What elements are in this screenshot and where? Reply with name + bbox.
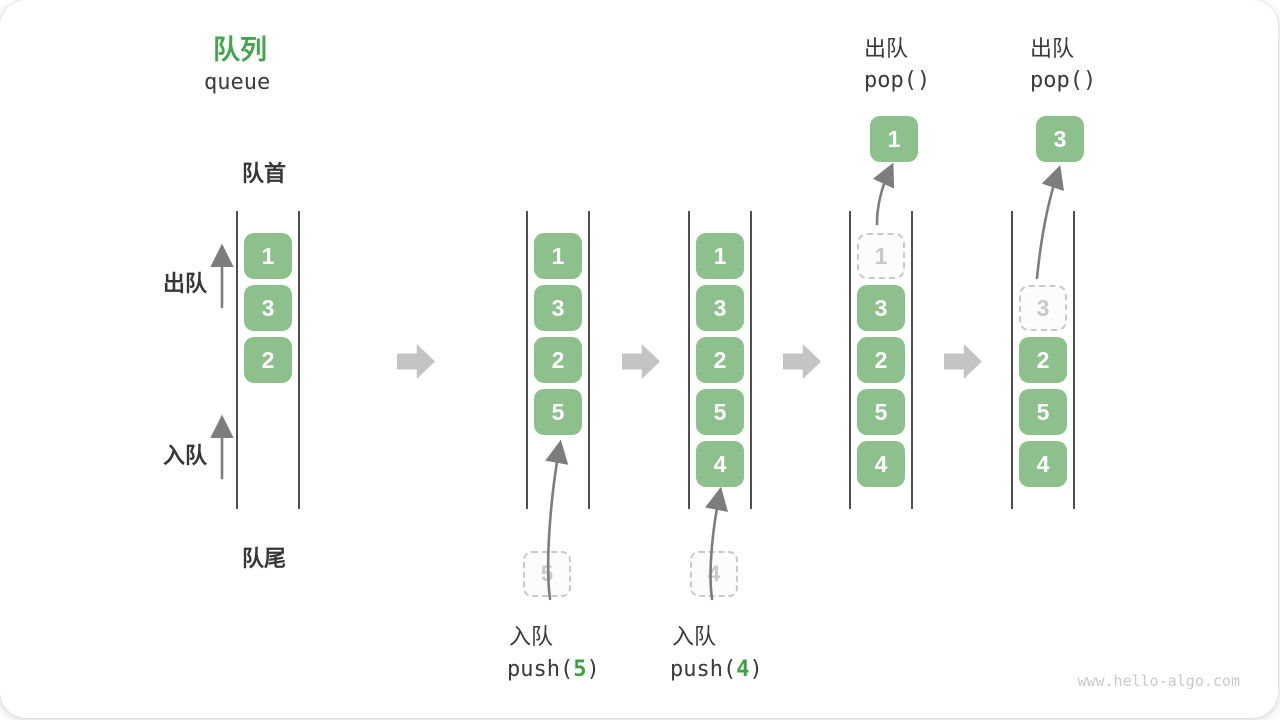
code-fn-open: push( (507, 657, 574, 682)
enqueue-op-code: push(4) (670, 657, 763, 682)
queue-column-4: 1 3 2 5 4 (849, 211, 913, 509)
queue-column-5: 3 2 5 4 (1011, 211, 1075, 509)
queue-cell: 4 (857, 441, 905, 487)
queue-rear-label: 队尾 (242, 546, 287, 571)
queue-cell-removed: 1 (857, 233, 905, 279)
queue-column-1: 1 3 2 (236, 211, 300, 509)
queue-cell: 4 (696, 441, 744, 487)
state-transition-arrow-icon (397, 344, 435, 379)
state-transition-arrow-icon (783, 344, 821, 379)
queue-cell: 5 (534, 389, 582, 435)
queue-cell: 2 (534, 337, 582, 383)
queue-cell: 2 (244, 337, 292, 383)
code-fn-open: push( (670, 657, 737, 682)
code-fn-close: ) (749, 657, 763, 682)
queue-cell: 1 (534, 233, 582, 279)
dequeued-value-box: 1 (870, 116, 918, 162)
queue-cell: 3 (534, 285, 582, 331)
state-transition-arrow-icon (622, 344, 660, 379)
dequeued-value-box: 3 (1036, 116, 1084, 162)
state-transition-arrow-icon (944, 344, 982, 379)
code-arg: 4 (736, 657, 750, 682)
page-subtitle: queue (204, 70, 271, 95)
queue-cell: 2 (696, 337, 744, 383)
queue-cell: 4 (1019, 441, 1067, 487)
enqueue-op-label: 入队 (672, 624, 717, 649)
queue-cell: 5 (857, 389, 905, 435)
queue-column-2: 1 3 2 5 (526, 211, 590, 509)
dequeue-side-label: 出队 (163, 271, 208, 296)
queue-cell: 5 (696, 389, 744, 435)
queue-cell: 3 (696, 285, 744, 331)
queue-column-3: 1 3 2 5 4 (688, 211, 752, 509)
queue-cell: 2 (1019, 337, 1067, 383)
enqueue-pending-box: 4 (690, 551, 738, 597)
queue-front-label: 队首 (242, 161, 287, 186)
queue-cell-removed: 3 (1019, 285, 1067, 331)
queue-cell: 5 (1019, 389, 1067, 435)
enqueue-side-label: 入队 (163, 443, 208, 468)
enqueue-op-label: 入队 (509, 624, 554, 649)
dequeue-op-label: 出队 (864, 36, 909, 61)
code-fn-close: ) (586, 657, 600, 682)
queue-cell: 3 (244, 285, 292, 331)
dequeue-op-label: 出队 (1030, 36, 1075, 61)
queue-cell: 3 (857, 285, 905, 331)
dequeue-op-code: pop() (864, 68, 931, 93)
enqueue-pending-box: 5 (523, 551, 571, 597)
dequeue-op-code: pop() (1030, 68, 1097, 93)
queue-cell: 2 (857, 337, 905, 383)
queue-cell: 1 (696, 233, 744, 279)
queue-cell: 1 (244, 233, 292, 279)
enqueue-op-code: push(5) (507, 657, 600, 682)
page-title: 队列 (213, 35, 267, 65)
code-arg: 5 (573, 657, 587, 682)
watermark: www.hello-algo.com (1077, 672, 1240, 690)
